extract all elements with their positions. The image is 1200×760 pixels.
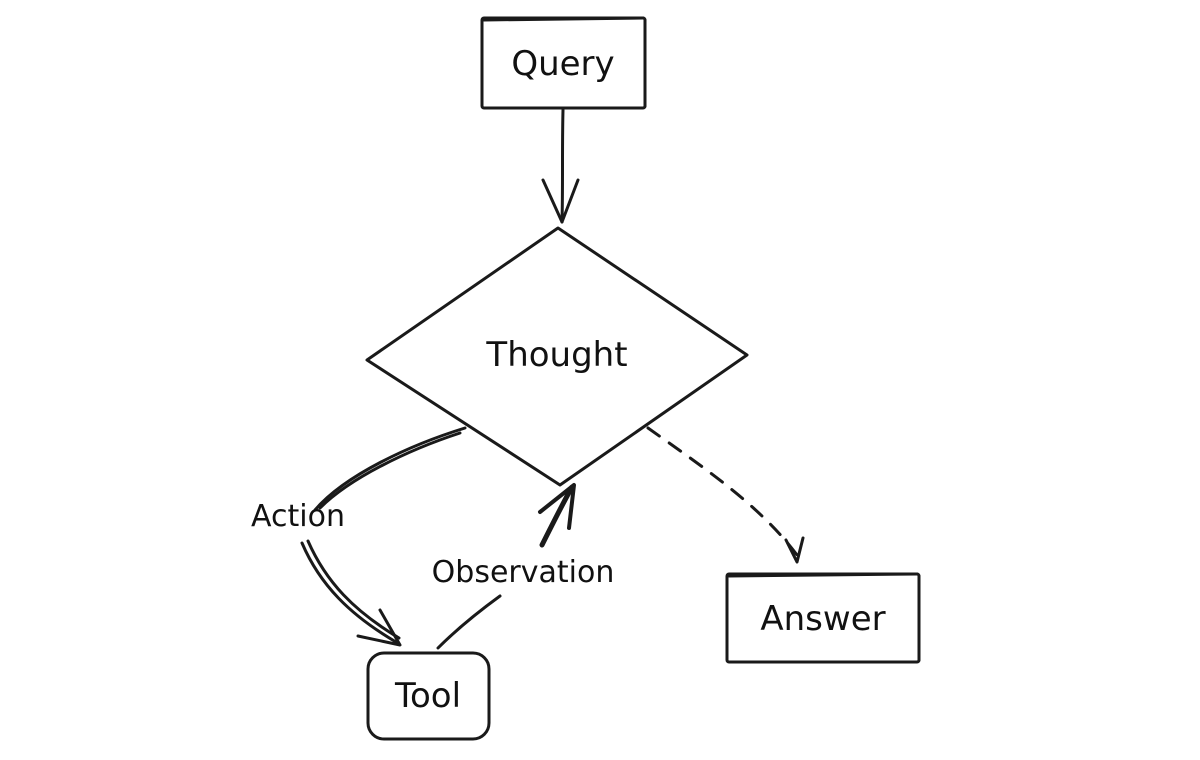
observation-label: Observation bbox=[432, 555, 615, 590]
answer-label: Answer bbox=[760, 599, 885, 639]
query-to-thought-arrow bbox=[541, 108, 580, 224]
action-label: Action bbox=[251, 499, 345, 534]
tool-label: Tool bbox=[394, 676, 461, 716]
action-edge: Action bbox=[251, 426, 467, 647]
thought-node[interactable]: Thought bbox=[365, 226, 749, 487]
observation-edge: Observation bbox=[432, 483, 615, 650]
query-node[interactable]: Query bbox=[480, 16, 647, 110]
thought-label: Thought bbox=[485, 335, 627, 375]
answer-edge bbox=[646, 426, 805, 564]
answer-node[interactable]: Answer bbox=[725, 572, 921, 664]
query-label: Query bbox=[511, 44, 614, 84]
tool-node[interactable]: Tool bbox=[366, 651, 491, 741]
